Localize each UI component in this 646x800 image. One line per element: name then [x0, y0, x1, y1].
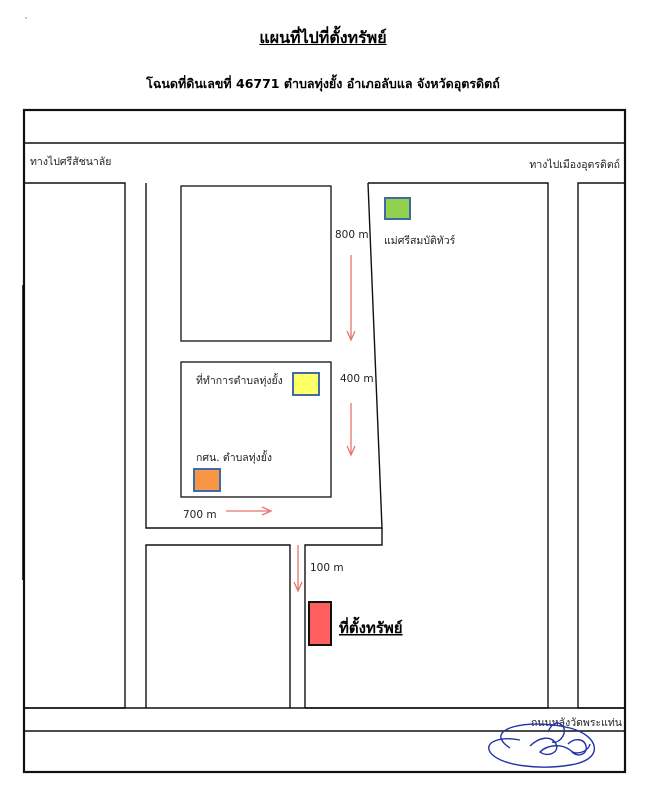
- route-arrows: [226, 255, 356, 593]
- block-middle: [145, 182, 383, 529]
- arrowhead-right: [261, 506, 273, 516]
- map-title: แผนที่ไปที่ตั้งทรัพย์: [259, 28, 387, 47]
- arrowhead-down-1: [346, 330, 356, 342]
- block-inner-bottom: [180, 361, 332, 498]
- block-inner-top: [180, 185, 332, 342]
- signature-graphic: [488, 722, 596, 768]
- arrowhead-down-2: [346, 445, 356, 457]
- property-marker: [308, 601, 332, 646]
- map-frame: [22, 108, 627, 774]
- property-label: ที่ตั้งทรัพย์: [339, 616, 403, 637]
- map-subtitle: โฉนดที่ดินเลขที่ 46771 ตำบลทุ่งยั้ง อำเภ…: [146, 76, 500, 91]
- nfe-marker: [193, 468, 221, 492]
- office-label: ที่ทำการตำบลทุ่งยั้ง: [196, 373, 283, 387]
- distance-800: 800 m: [335, 229, 369, 241]
- road-label-bottom: ถนนหลังวัดพระแท่น: [531, 717, 622, 729]
- temple-marker: [384, 197, 411, 220]
- distance-700: 700 m: [183, 509, 217, 521]
- block-left: [24, 182, 126, 709]
- nfe-label: กศน. ตำบลทุ่งยั้ง: [196, 450, 272, 464]
- arrowhead-down-3: [293, 581, 303, 593]
- distance-400: 400 m: [340, 373, 374, 385]
- block-lower-left: [145, 544, 291, 708]
- block-lower-right-edge: [304, 528, 383, 708]
- road-label-srisatchanalai: ทางไปศรีสัชนาลัย: [30, 155, 111, 168]
- block-far-right: [577, 182, 625, 709]
- distance-100: 100 m: [310, 562, 344, 574]
- office-marker: [292, 372, 320, 396]
- road-label-uttaradit: ทางไปเมืองอุตรดิตถ์: [529, 158, 620, 171]
- temple-label: แม่ศรีสมบัติทัวร์: [384, 234, 456, 247]
